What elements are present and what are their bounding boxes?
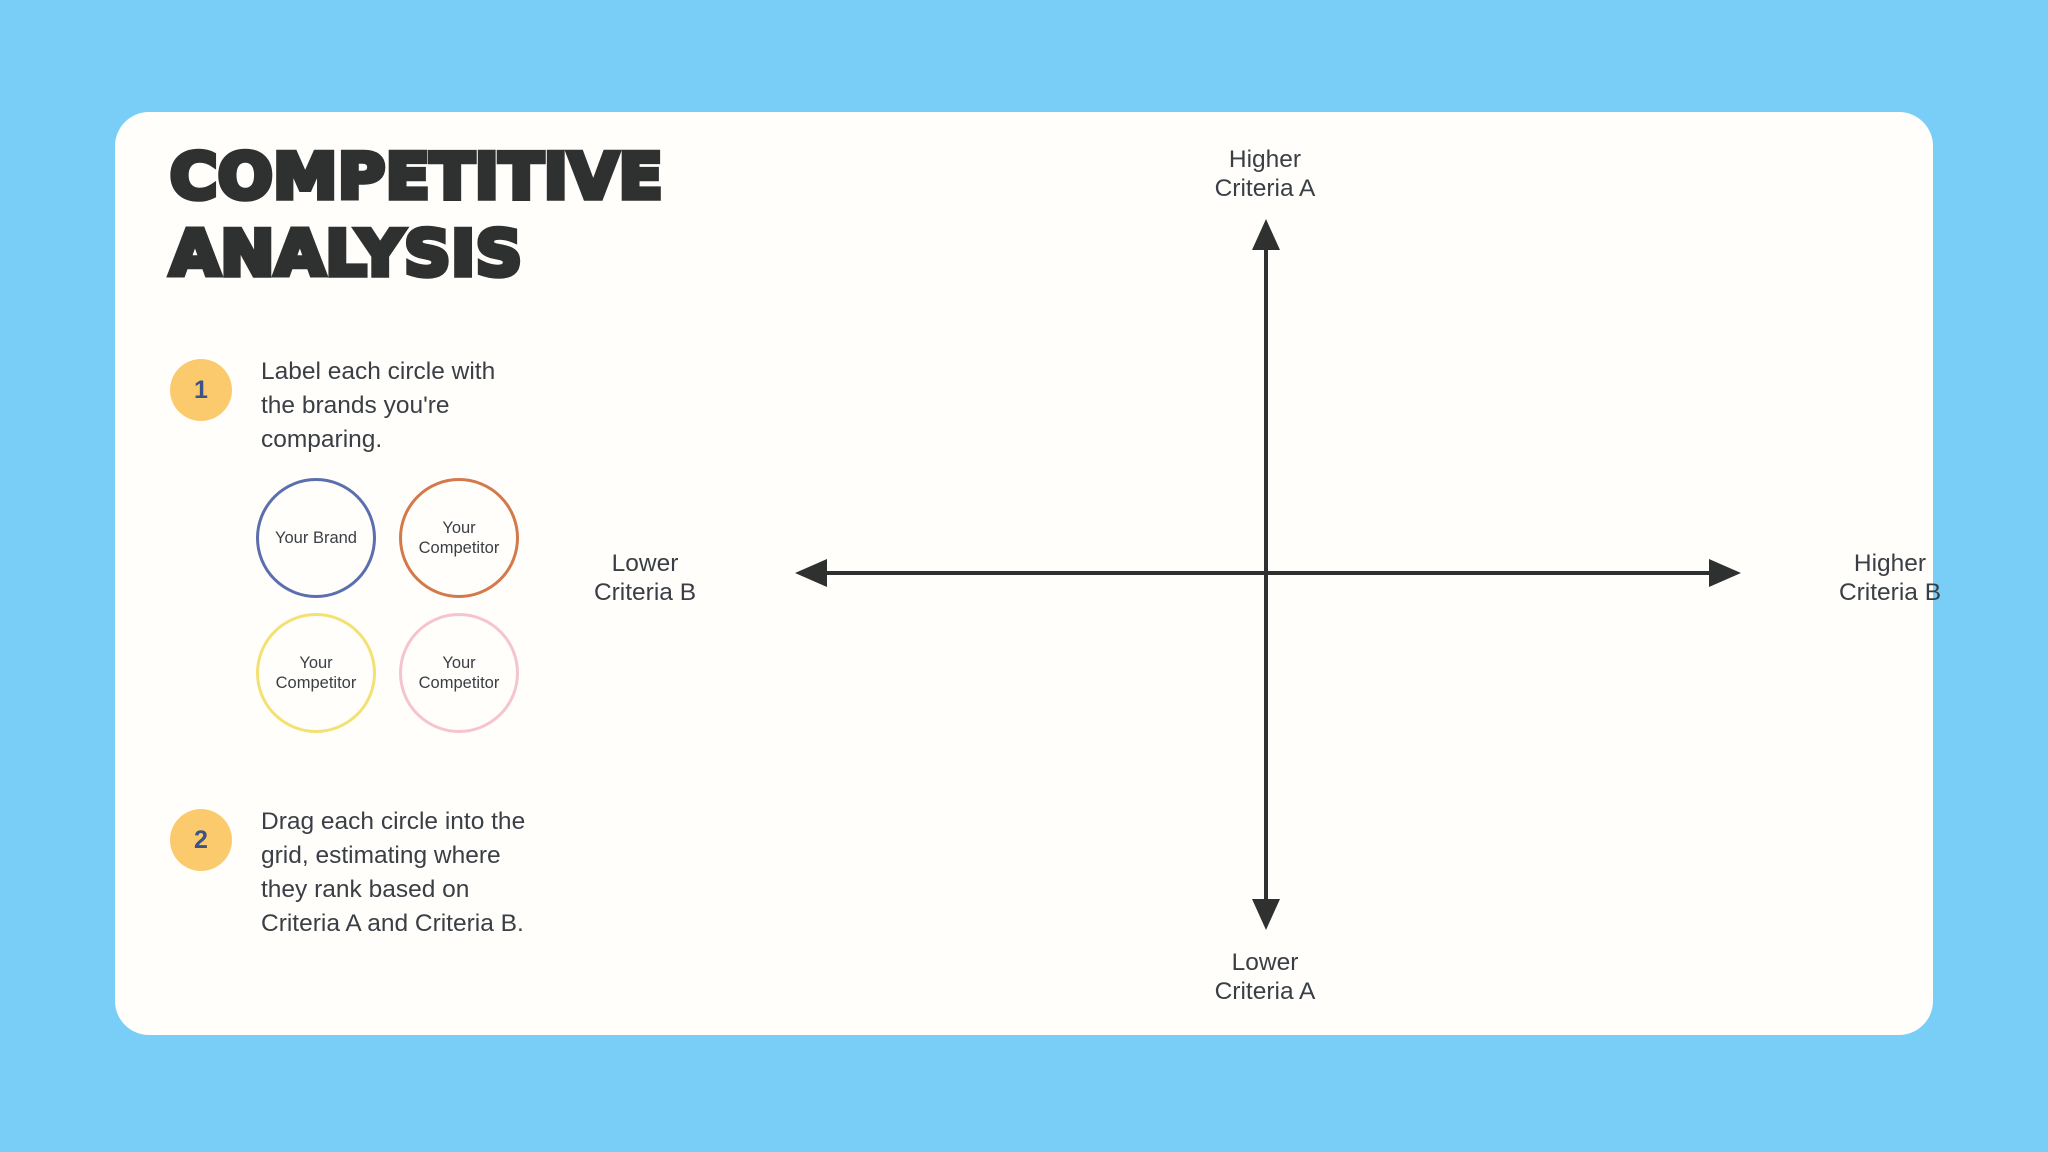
axis-label-lower-criteria-a: Lower Criteria A bbox=[1214, 949, 1316, 1005]
page-title-line-1: Competitive bbox=[167, 140, 665, 213]
step-2-number-badge: 2 bbox=[170, 809, 232, 871]
instruction-step-2: 2 Drag each circle into the grid, estima… bbox=[170, 805, 536, 941]
axis-label-lower-criteria-b: Lower Criteria B bbox=[593, 550, 697, 606]
brand-circle-competitor-3[interactable]: Your Competitor bbox=[399, 613, 519, 733]
brand-circle-label: Your Competitor bbox=[418, 519, 500, 557]
axis-label-higher-criteria-b: Higher Criteria B bbox=[1838, 550, 1942, 606]
step-1-text: Label each circle with the brands you're… bbox=[261, 358, 496, 453]
page-title: Competitive Analysis bbox=[167, 140, 898, 290]
brand-circle-competitor-1[interactable]: Your Competitor bbox=[399, 478, 519, 598]
instruction-step-1: 1 Label each circle with the brands you'… bbox=[170, 355, 536, 457]
axis-label-higher-criteria-a: Higher Criteria A bbox=[1214, 146, 1316, 202]
page-title-line-2: Analysis bbox=[167, 216, 525, 290]
step-2-text: Drag each circle into the grid, estimati… bbox=[261, 808, 526, 937]
brand-circle-your-brand[interactable]: Your Brand bbox=[256, 478, 376, 598]
brand-circle-group: Your Brand Your Competitor Your Competit… bbox=[256, 478, 546, 738]
brand-circle-label: Your Competitor bbox=[418, 654, 500, 692]
step-1-number-badge: 1 bbox=[170, 359, 232, 421]
brand-circle-competitor-2[interactable]: Your Competitor bbox=[256, 613, 376, 733]
brand-circle-label: Your Competitor bbox=[275, 654, 357, 692]
brand-circle-label: Your Brand bbox=[275, 529, 357, 547]
